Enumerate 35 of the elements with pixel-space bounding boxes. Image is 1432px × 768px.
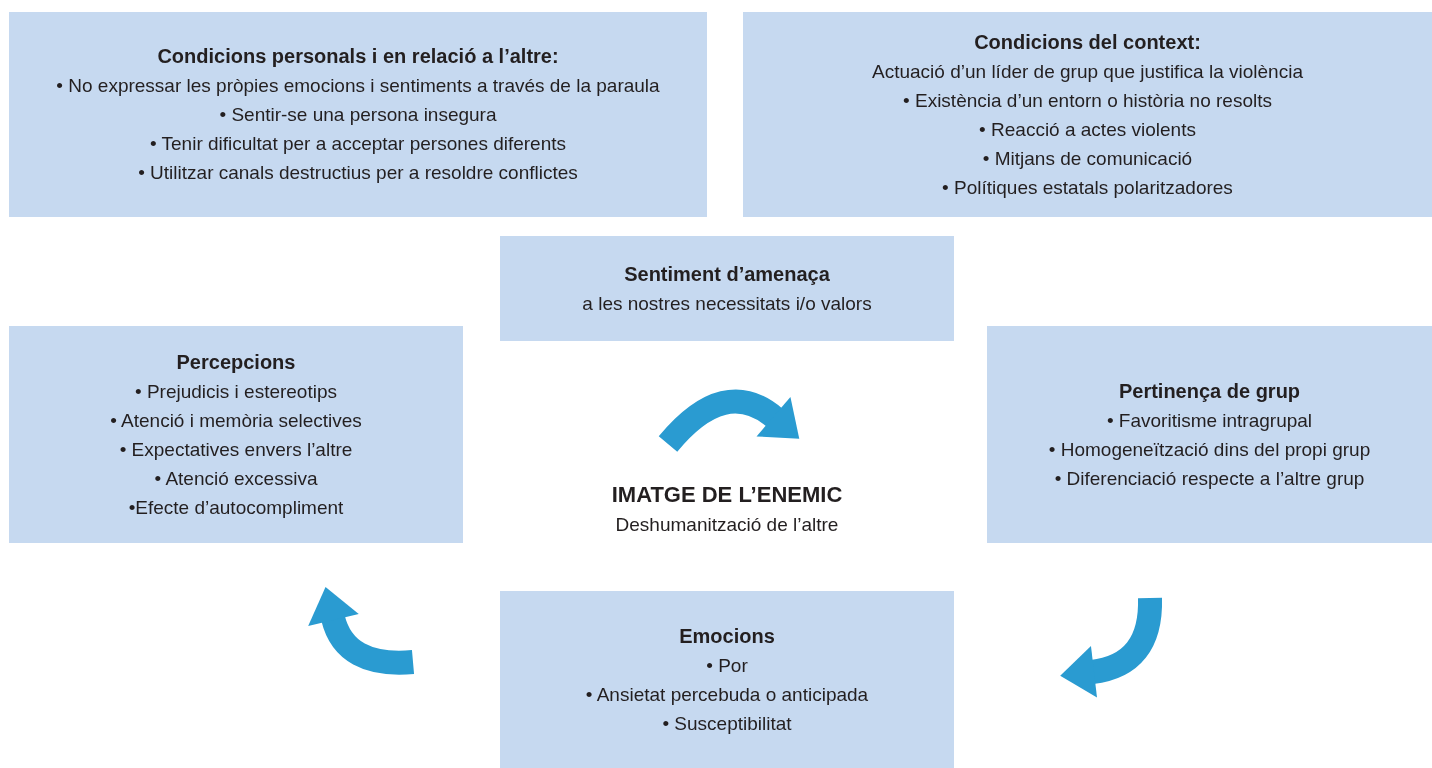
text-box xyxy=(743,12,1432,217)
list-item: • Mitjans de comunicació xyxy=(982,146,1193,171)
list-item: a les nostres necessitats i/o valors xyxy=(582,291,872,316)
list-item: • Reacció a actes violents xyxy=(979,117,1196,142)
box-heading: Pertinença de grup xyxy=(1118,378,1301,404)
list-item: • Prejudicis i estereotips xyxy=(135,379,337,404)
list-item: • Por xyxy=(706,653,748,678)
list-item: Actuació d’un líder de grup que justifica la violència xyxy=(872,59,1303,84)
list-item: • Tenir dificultat per a acceptar persones diferents xyxy=(149,132,567,156)
list-item: • Atenció i memòria selectives xyxy=(110,408,362,433)
text-box xyxy=(987,326,1432,543)
list-item: •Efecte d’autocompliment xyxy=(128,495,344,520)
box-heading: Percepcions xyxy=(176,349,296,375)
list-item: • No expressar les pròpies emocions i sentiments a través de la paraula xyxy=(56,74,660,98)
list-item: • Polítiques estatals polaritzadores xyxy=(942,175,1233,200)
center-subtitle: Deshumanització de l’altre xyxy=(614,514,840,536)
list-item: • Homogeneïtzació dins del propi grup xyxy=(1048,437,1371,462)
box-heading: Emocions xyxy=(679,623,775,649)
list-item: • Utilitzar canals destructius per a resoldre conflictes xyxy=(138,161,578,185)
box-heading: Condicions personals i en relació a l’altre: xyxy=(157,44,559,69)
box-heading: Sentiment d’amenaça xyxy=(624,261,830,287)
box-heading: Condicions del context: xyxy=(974,29,1201,55)
list-item: • Ansietat percebuda o anticipada xyxy=(585,682,869,707)
text-box xyxy=(500,236,954,341)
list-item: • Atenció excessiva xyxy=(154,466,318,491)
text-box xyxy=(500,591,954,768)
list-item: • Favoritisme intragrupal xyxy=(1106,408,1313,433)
center-title: IMATGE DE L’ENEMIC xyxy=(610,482,844,508)
list-item: • Susceptibilitat xyxy=(662,711,792,736)
list-item: • Sentir-se una persona insegura xyxy=(219,103,497,127)
list-item: • Existència d’un entorn o història no resolts xyxy=(903,88,1272,113)
text-box xyxy=(9,12,707,217)
text-box xyxy=(9,326,463,543)
list-item: • Diferenciació respecte a l’altre grup xyxy=(1054,466,1365,491)
list-item: • Expectatives envers l’altre xyxy=(119,437,353,462)
